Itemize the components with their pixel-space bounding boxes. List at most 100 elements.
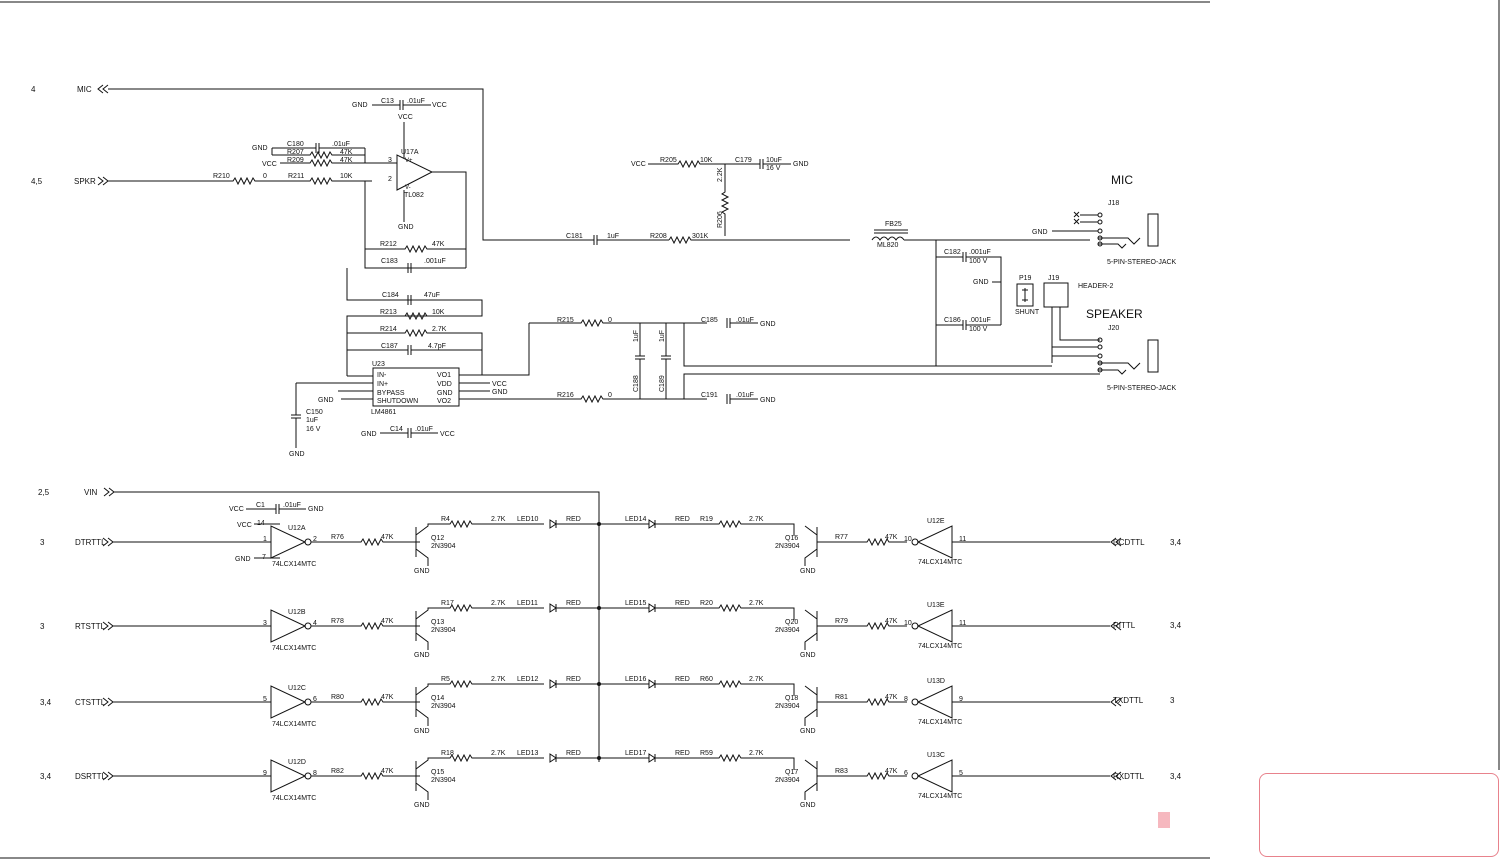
u23-pin-inm: IN- [377,372,387,379]
vin-port-arrow [103,487,115,497]
gate-r-ref-2: U13D [927,678,945,685]
u17a-opamp-symbol [396,154,434,191]
r211-value: 10K [340,173,353,180]
u23-pin-shutdown: SHUTDOWN [377,398,418,405]
r208-value: 301K [692,233,709,240]
ctsttl-port-label: CTSTTL [75,698,106,707]
gate-r-ref-1: U13E [927,602,945,609]
r210-ref: R210 [213,173,230,180]
q-gnd-0: GND [414,568,430,575]
led-r-ref-1: LED15 [625,600,647,607]
j20-pin2 [1097,367,1103,373]
j20-pin5 [1097,353,1103,359]
q-part-1: 2N3904 [431,627,456,634]
rbase-ref-3: R82 [331,768,344,775]
r209-symbol [271,148,397,168]
q-r-gnd-1: GND [800,652,816,659]
j20-pin1 [1097,360,1103,366]
rled-r-value-2: 2.7K [749,676,764,683]
r207-symbol [272,150,365,160]
u12a-vcc: VCC [237,522,252,529]
r208-ref: R208 [650,233,667,240]
c186-ref: C186 [944,317,961,324]
txdttl-port-page: 3 [1170,696,1175,705]
j18-part: 5-PIN-STEREO-JACK [1107,259,1177,266]
c180-symbol [272,143,365,153]
vin-port-page: 2,5 [38,488,50,497]
c191-ref: C191 [701,392,718,399]
j19-header-symbol [1043,282,1069,308]
r205-symbol [648,159,760,169]
c185-gnd: GND [760,321,776,328]
u23-pin-bypass: BYPASS [377,390,405,397]
c182-ref: C182 [944,249,961,256]
r212-symbol [365,244,466,254]
r213-symbol [404,311,428,321]
c180-value: .01uF [332,141,350,148]
ctsttl-port-page: 3,4 [40,698,52,707]
u23-pin-vdd: VDD [437,381,452,388]
mic-port-arrow [97,84,109,94]
gate-r-in-pin-2: 8 [904,696,908,703]
rbase-ref-0: R76 [331,534,344,541]
c189-symbol [661,323,671,399]
q-r-ref-3: Q17 [785,769,798,776]
gate-ref-0: U12A [288,525,306,532]
j19-ref: J19 [1048,275,1059,282]
j20-pin3 [1097,344,1103,350]
c186-voltage: 100 V [969,326,988,333]
mic-net-wire [108,88,590,241]
j20-ref: J20 [1108,325,1119,332]
u23-pin-inp: IN+ [377,381,388,388]
rxdttl-port-label: RXDTTL [1113,772,1145,781]
gate-r-out-pin-1: 11 [959,620,966,627]
txdttl-port-label: TXDTTL [1113,696,1144,705]
rbase-r-ref-3: R83 [835,768,848,775]
c14-vcc: VCC [440,431,455,438]
c183-symbol [407,263,412,273]
c191-gnd: GND [760,397,776,404]
c150-value: 1uF [306,417,318,424]
q-r-ref-1: Q20 [785,619,798,626]
r209-ref: R209 [287,157,304,164]
led-r-ref-3: LED17 [625,750,647,757]
gate-r-in-pin-1: 10 [904,620,912,627]
c1-ref: C1 [256,502,265,509]
q-r-gnd-3: GND [800,802,816,809]
speaker-jack-title: SPEAKER [1086,307,1143,321]
c181-symbol [590,235,669,245]
c180-gnd: GND [252,145,268,152]
gate-out-pin-1: 4 [313,620,317,627]
c179-symbol [759,159,791,169]
rittl-port-label: RITTL [1113,621,1136,630]
u17a-pin3: 3 [388,157,392,164]
c13-vcc: VCC [432,102,447,109]
gate-r-out-pin-2: 9 [959,696,963,703]
fb25-ref: FB25 [885,221,902,228]
dtrttl-port-page: 3 [40,538,45,547]
u12a-gnd: GND [235,556,251,563]
c184-value: 47uF [424,292,440,299]
rittl-port-page: 3,4 [1170,621,1182,630]
r210-value: 0 [263,173,267,180]
c150-symbol [291,414,301,448]
comment-box[interactable] [1259,773,1499,857]
c185-symbol [726,318,758,328]
gate-r-ref-0: U12E [927,518,945,525]
c1-gnd: GND [308,506,324,513]
c181-value: 1uF [607,233,619,240]
r206-value: 2.2K [717,167,724,182]
led-color-2: RED [566,676,581,683]
rbase-value-0: 47K [381,534,394,541]
j18-jack-symbol [1052,211,1159,249]
q-r-part-3: 2N3904 [775,777,800,784]
spkr-port-page: 4,5 [31,177,43,186]
gate-r-out-pin-3: 5 [959,770,963,777]
spkr-port-arrow [97,176,109,186]
q-ref-1: Q13 [431,619,444,626]
serial-channel-row-0 [102,519,1122,566]
c179-voltage: 16 V [766,165,781,172]
c181-ref: C181 [566,233,583,240]
c1-value: .01uF [283,502,301,509]
